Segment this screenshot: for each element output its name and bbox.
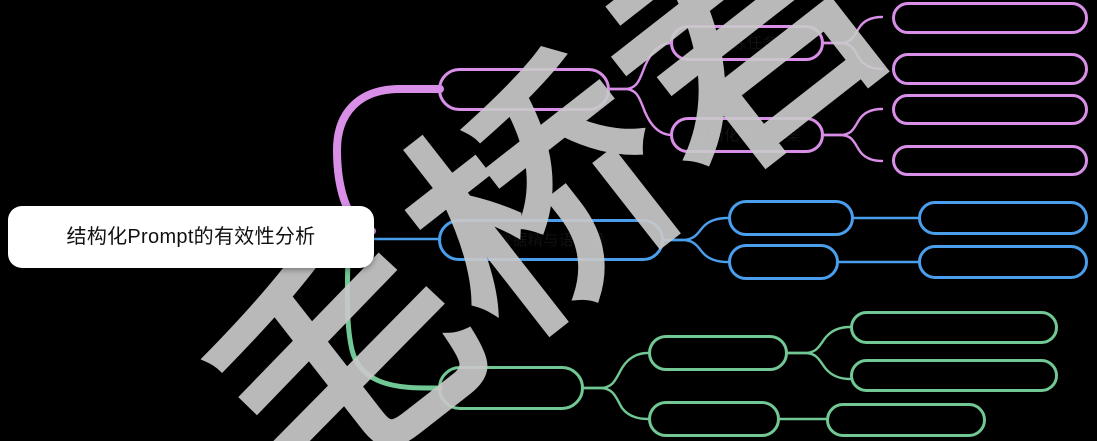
node-purple-leaf-3[interactable] [892,94,1088,125]
node-purple-child-1-label: 预训练任务设 [700,34,794,52]
edge-blue-to-child2 [661,238,730,264]
node-purple-child-1[interactable]: 预训练任务设 [670,25,824,61]
branch-node-purple[interactable] [438,68,610,111]
node-purple-leaf-4[interactable] [892,145,1088,176]
node-purple-child-2-label: 自动化模板方案 [692,126,802,144]
edge-purple-child2-leaf4 [820,133,884,163]
node-blue-leaf-2[interactable] [918,245,1088,279]
node-purple-child-2[interactable]: 自动化模板方案 [670,117,824,153]
edge-green-child1-leaf2 [786,351,852,381]
node-green-leaf-1[interactable] [850,311,1058,344]
node-blue-child-1[interactable] [728,200,854,236]
node-blue-leaf-1[interactable] [918,201,1088,235]
node-green-leaf-2[interactable] [850,359,1058,392]
node-purple-leaf-2[interactable] [892,53,1088,85]
edge-green-to-child2 [581,386,650,421]
node-purple-leaf-1[interactable] [892,2,1088,34]
branch-node-blue[interactable]: 数据精与语料量 [438,219,664,261]
branch-node-green[interactable] [438,366,584,410]
edge-green-child1-leaf1 [786,325,852,355]
edge-purple-child2-leaf3 [820,107,884,137]
node-blue-child-2[interactable] [728,244,839,280]
node-green-leaf-3[interactable] [826,403,986,437]
node-green-child-2[interactable] [648,401,780,437]
edge-purple-to-child2 [606,87,674,137]
root-node-label: 结构化Prompt的有效性分析 [66,226,316,248]
edge-blue-to-child1 [661,216,730,242]
branch-node-blue-label: 数据精与语料量 [496,231,606,249]
edge-purple-to-child1 [606,41,674,91]
edge-purple-child1-leaf2 [820,41,884,71]
node-green-child-1[interactable] [648,335,788,371]
edge-purple-child1-leaf1 [820,15,884,45]
root-node[interactable]: 结构化Prompt的有效性分析 [8,206,374,268]
edge-green-to-child1 [581,351,650,390]
